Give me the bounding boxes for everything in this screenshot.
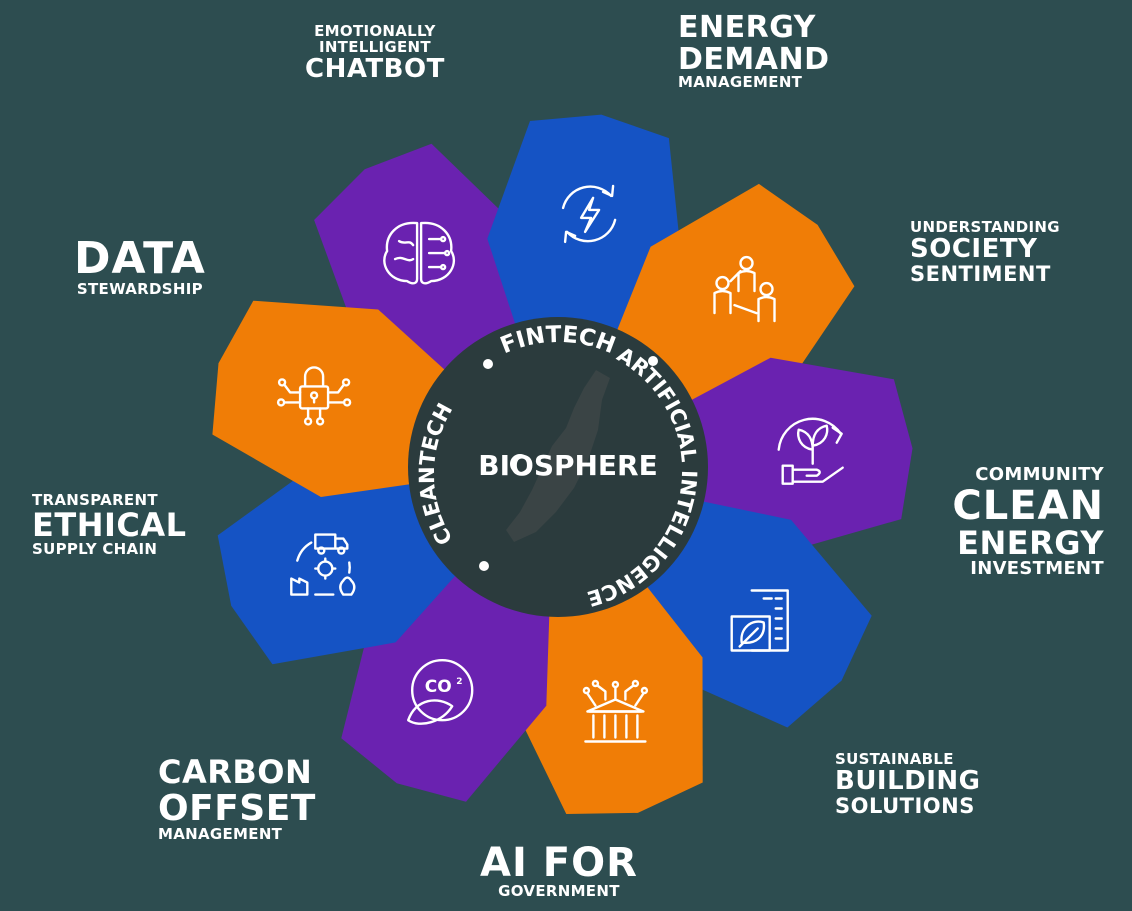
petal-data-stewardship (212, 300, 459, 497)
icon-layer: CO 2 (276, 184, 844, 743)
green-building-icon (730, 589, 789, 652)
ring-dot (483, 359, 493, 369)
island-silhouette (506, 370, 610, 542)
plant-hand-icon (777, 417, 844, 485)
co2-leaf-icon: CO 2 (407, 659, 474, 725)
svg-text:CO: CO (425, 677, 452, 697)
globe-icon (510, 454, 530, 474)
label-chatbot: EMOTIONALLY INTELLIGENT CHATBOT (305, 22, 445, 84)
petal-clean-energy (675, 357, 913, 554)
label-sustainable-building: SUSTAINABLE BUILDING SOLUTIONS (835, 750, 981, 819)
government-ai-icon (582, 679, 649, 743)
petal-supply-chain (217, 462, 468, 665)
ring-dot (648, 356, 658, 366)
petal-ai-government (511, 572, 703, 814)
energy-refresh-icon (561, 184, 617, 244)
petal-ring (212, 114, 913, 814)
label-carbon-offset: CARBON OFFSET MANAGEMENT (158, 753, 316, 844)
label-energy-demand: ENERGY DEMAND MANAGEMENT (678, 10, 830, 91)
center-title: BIOSPHERE (478, 449, 658, 482)
ring-dot (479, 561, 489, 571)
brain-icon (383, 221, 456, 285)
label-supply-chain: TRANSPARENT ETHICAL SUPPLY CHAIN (32, 491, 187, 559)
label-ai-government: AI FOR GOVERNMENT (480, 840, 638, 900)
label-society-sentiment: UNDERSTANDING SOCIETY SENTIMENT (910, 218, 1060, 287)
label-data-stewardship: DATA STEWARDSHIP (74, 233, 206, 299)
supply-chain-icon (290, 533, 356, 596)
svg-text:2: 2 (456, 677, 462, 687)
data-lock-icon (276, 366, 352, 426)
label-clean-energy: COMMUNITY CLEAN ENERGY INVESTMENT (952, 464, 1104, 580)
people-network-icon (713, 255, 776, 323)
